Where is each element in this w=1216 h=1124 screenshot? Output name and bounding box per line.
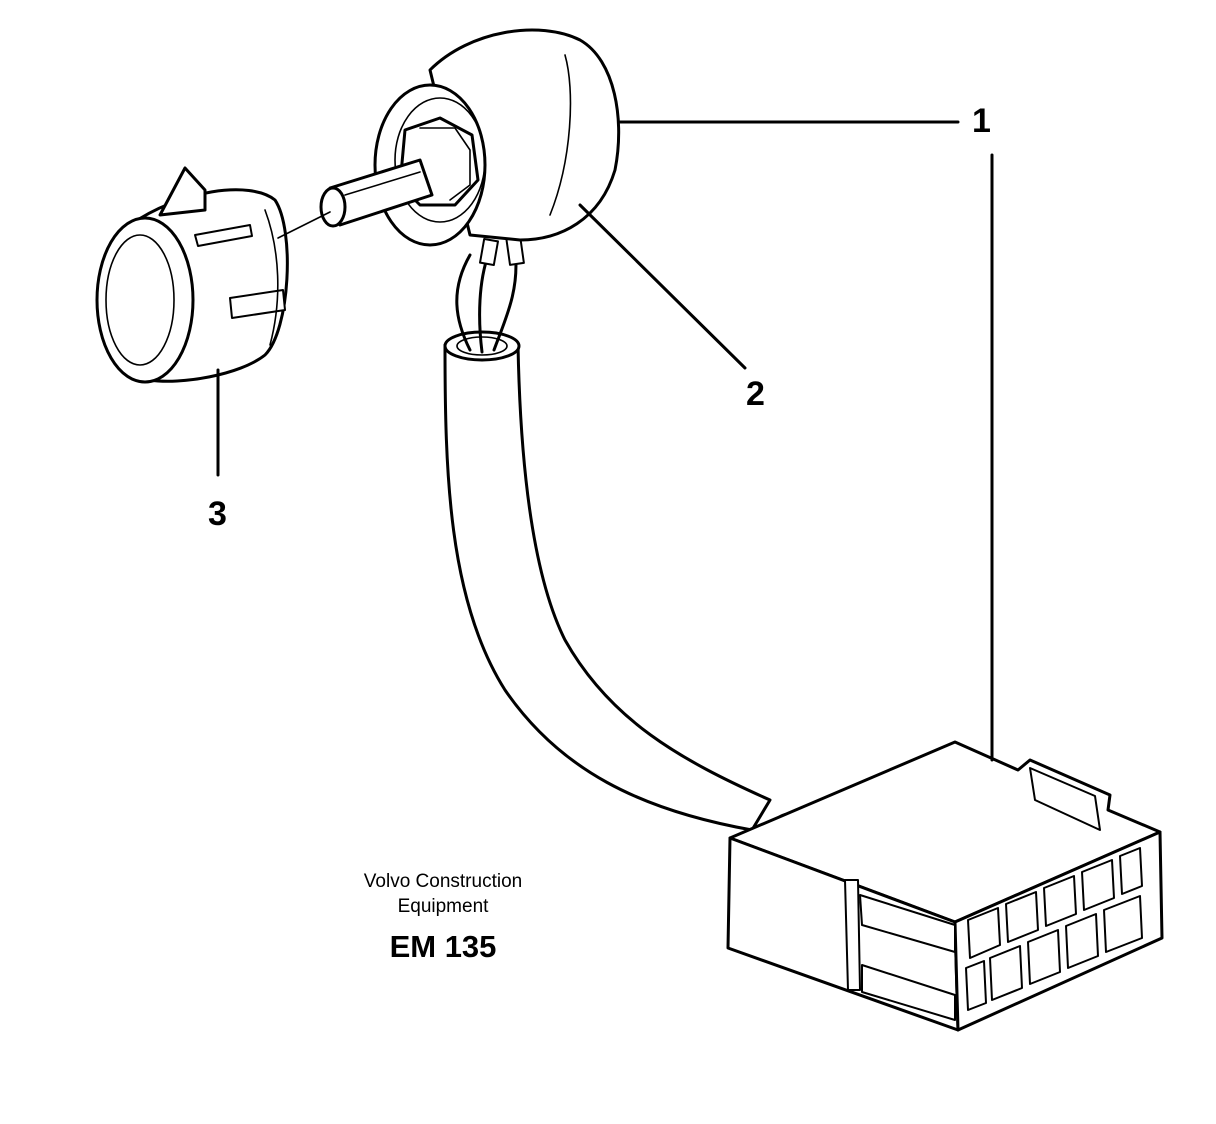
figure-code: EM 135 <box>390 929 497 964</box>
caption-block: Volvo Construction Equipment EM 135 <box>364 871 522 964</box>
callout-1: 1 <box>972 102 991 140</box>
callout-2: 2 <box>746 375 765 413</box>
leader-line-2 <box>578 203 747 370</box>
knob <box>95 166 289 384</box>
pin-cavities <box>965 847 1143 1011</box>
wires <box>455 234 525 354</box>
callout-3: 3 <box>208 495 227 533</box>
caption-line-2: Equipment <box>398 896 490 917</box>
potentiometer <box>319 28 621 247</box>
leader-lines <box>216 120 994 762</box>
assembly-line <box>277 211 331 239</box>
connector <box>726 740 1164 1032</box>
caption-line-1: Volvo Construction <box>364 871 522 892</box>
